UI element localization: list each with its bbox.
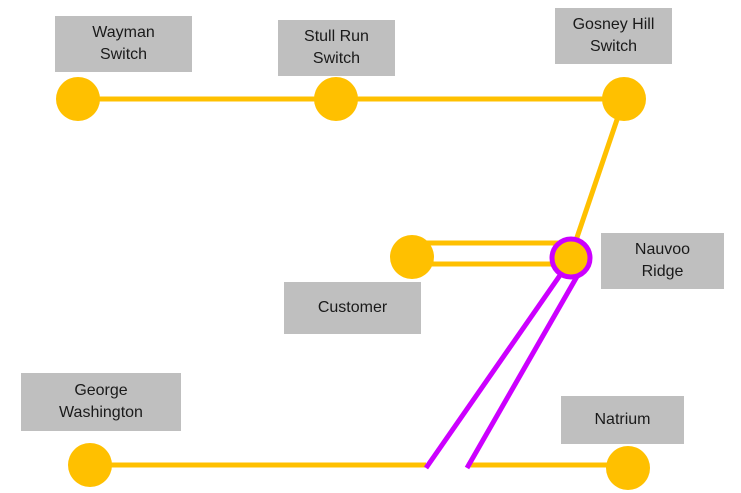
node-natrium (606, 446, 650, 490)
label-nauvoo-ridge: Nauvoo Ridge (601, 233, 724, 289)
label-george-washington: George Washington (21, 373, 181, 431)
label-wayman-switch: Wayman Switch (55, 16, 192, 72)
label-stull-run-switch: Stull Run Switch (278, 20, 395, 76)
label-gosney-hill-switch: Gosney Hill Switch (555, 8, 672, 64)
highlight-line-nauvoo-natrium (464, 271, 582, 470)
node-customer (390, 235, 434, 279)
highlight-line-nauvoo-george (423, 269, 566, 470)
node-stull-run (314, 77, 358, 121)
label-customer: Customer (284, 282, 421, 334)
node-nauvoo-ridge (549, 236, 593, 280)
label-natrium: Natrium (561, 396, 684, 444)
node-wayman (56, 77, 100, 121)
node-gosney-hill (602, 77, 646, 121)
node-george-washington (68, 443, 112, 487)
line-gosney-nauvoo (567, 98, 627, 259)
